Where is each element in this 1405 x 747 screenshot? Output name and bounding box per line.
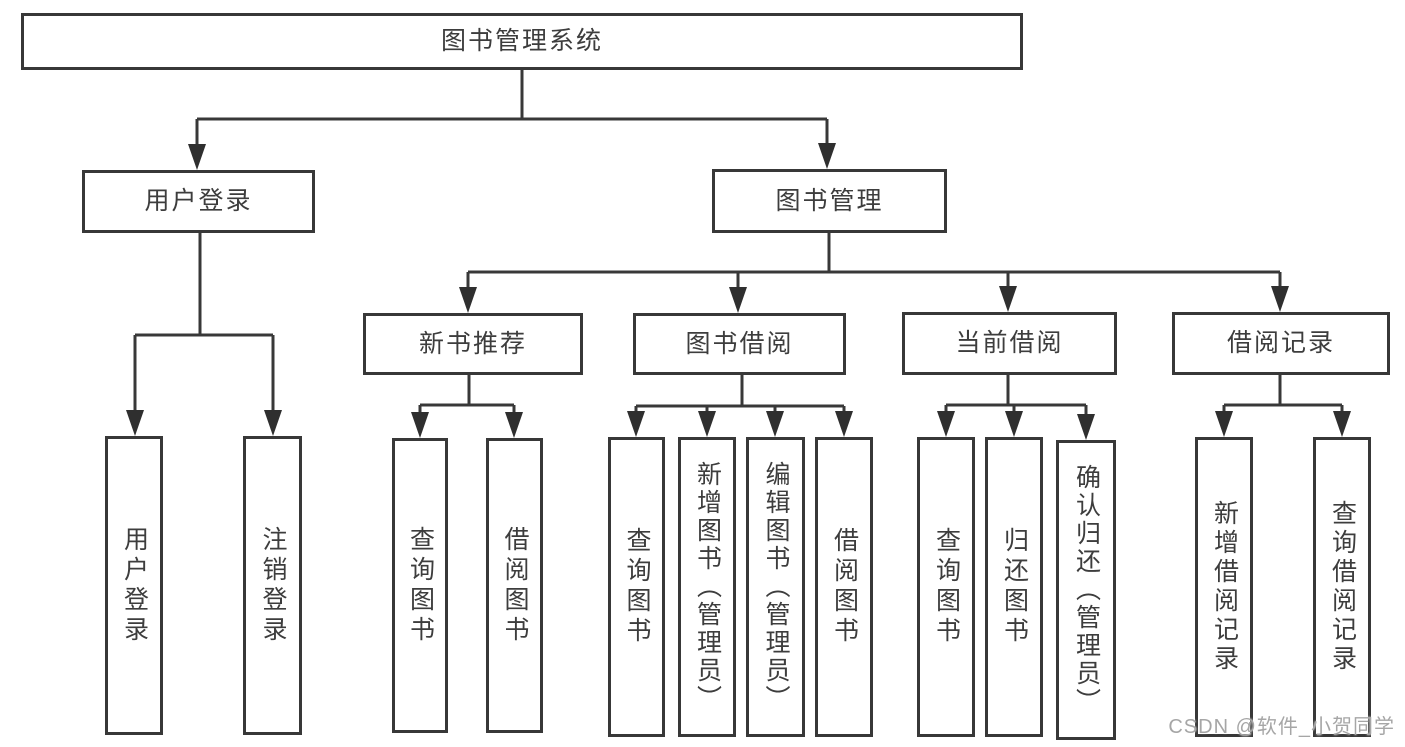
arrow-br-add — [1215, 411, 1233, 437]
leaf-label: 新增借阅记录 — [1210, 500, 1239, 674]
arrow-new-book-recommend — [459, 287, 477, 313]
leaf-label: 归还图书 — [1000, 527, 1029, 647]
arrow-book-borrow — [729, 287, 747, 313]
leaf-label: 注销登录 — [259, 525, 287, 646]
node-leaf-cb-confirm-return-admin: 确认归还（管理员） — [1056, 440, 1116, 740]
arrow-nb-borrow — [505, 412, 523, 438]
arrow-cb-confirm — [1077, 414, 1095, 440]
arrow-bb-borrow — [835, 411, 853, 437]
node-leaf-nb-borrow-books: 借阅图书 — [486, 438, 543, 733]
node-user-login: 用户登录 — [82, 170, 315, 233]
leaf-label: 用户登录 — [120, 525, 149, 646]
leaf-label: 借阅图书 — [830, 527, 859, 647]
node-library-system: 图书管理系统 — [21, 13, 1023, 70]
arrow-cb-return — [1005, 411, 1023, 437]
arrow-nb-query — [411, 412, 429, 438]
leaf-label: 编辑图书（管理员） — [762, 461, 790, 713]
node-leaf-br-add-record: 新增借阅记录 — [1195, 437, 1253, 737]
arrow-bb-add — [698, 411, 716, 437]
node-leaf-nb-query-books: 查询图书 — [392, 438, 448, 733]
arrow-cb-query — [937, 411, 955, 437]
leaf-label: 借阅图书 — [501, 525, 529, 646]
node-leaf-br-query-record: 查询借阅记录 — [1313, 437, 1371, 737]
arrow-book-management — [818, 143, 836, 169]
arrow-logout-leaf — [264, 410, 282, 436]
node-new-book-recommend: 新书推荐 — [363, 313, 583, 375]
watermark: CSDN @软件_小贺同学 — [1168, 716, 1395, 738]
arrow-bb-query — [627, 411, 645, 437]
arrow-bb-edit — [766, 411, 784, 437]
arrow-borrow-records — [1271, 286, 1289, 312]
leaf-label: 查询图书 — [932, 527, 961, 647]
node-leaf-bb-edit-books-admin: 编辑图书（管理员） — [746, 437, 805, 737]
arrow-br-query — [1333, 411, 1351, 437]
node-book-borrow: 图书借阅 — [633, 313, 846, 375]
leaf-label: 查询借阅记录 — [1328, 500, 1357, 674]
node-current-borrow: 当前借阅 — [902, 312, 1117, 375]
node-book-management: 图书管理 — [712, 169, 947, 233]
node-leaf-logout: 注销登录 — [243, 436, 302, 735]
node-leaf-user-login: 用户登录 — [105, 436, 163, 735]
arrow-user-login-leaf — [126, 410, 144, 436]
node-leaf-cb-query-books: 查询图书 — [917, 437, 975, 737]
node-leaf-bb-add-books-admin: 新增图书（管理员） — [678, 437, 736, 737]
arrow-user-login — [188, 144, 206, 170]
node-borrow-records: 借阅记录 — [1172, 312, 1390, 375]
leaf-label: 确认归还（管理员） — [1072, 464, 1101, 716]
leaf-label: 查询图书 — [623, 527, 651, 647]
leaf-label: 查询图书 — [406, 525, 435, 646]
leaf-label: 新增图书（管理员） — [693, 461, 722, 713]
node-leaf-bb-borrow-books: 借阅图书 — [815, 437, 873, 737]
arrow-current-borrow — [999, 286, 1017, 312]
node-leaf-cb-return-books: 归还图书 — [985, 437, 1043, 737]
node-leaf-bb-query-books: 查询图书 — [608, 437, 665, 737]
